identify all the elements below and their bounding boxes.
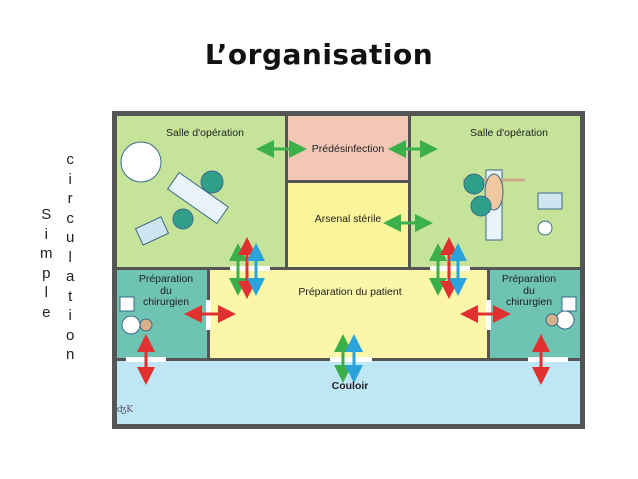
staff-icon [463,173,485,195]
vertical-word-circulation: c i r c u l a t i o n [66,150,74,365]
sink-icon [555,310,575,330]
label-line: chirurgien [505,296,553,308]
monitor-icon [537,192,563,210]
sink-icon [119,296,135,312]
sink-right [545,296,577,330]
author-mark: ʤK [117,405,133,415]
person-icon [139,318,153,332]
label-salle-operation-left: Salle d'opération [166,127,244,139]
sink-left [119,296,153,335]
room-preparation-patient [210,270,487,358]
staff-icon [172,208,194,230]
label-arsenal-sterile: Arsenal stérile [314,213,382,225]
stool-icon [537,220,553,236]
cart-icon [134,216,170,246]
letter: u [66,229,75,246]
letter: i [68,307,72,324]
page-title: L’organisation [204,38,434,71]
letter: p [42,264,51,282]
letter: e [42,303,51,321]
label-preparation-patient: Préparation du patient [298,286,402,298]
equipment-left [120,141,230,246]
label-line: Préparation [501,273,557,285]
label-salle-operation-right: Salle d'opération [470,127,548,139]
letter: c [66,209,74,227]
flow-arrows [137,140,550,385]
label-line: du [523,284,535,297]
room-couloir [117,361,580,424]
letter: m [40,245,53,262]
letter: o [66,326,75,344]
room-arsenal-sterile [288,183,408,267]
label-line: chirurgien [142,296,190,308]
letter: l [68,248,72,266]
person-icon [545,313,559,327]
letter: n [66,346,75,363]
letter: r [67,190,73,207]
letter: a [66,268,75,285]
label-line: Préparation [138,273,194,285]
sink-icon [561,296,577,312]
letter: i [44,225,48,243]
letter: c [66,151,74,168]
vertical-word-simple: S i m p l e [40,205,53,322]
letter: l [44,284,48,301]
letter: i [68,170,72,188]
label-couloir: Couloir [331,380,369,392]
staff-icon [200,170,224,194]
label-predesinfection: Prédésinfection [311,143,385,155]
label-line: du [160,284,172,297]
light-icon [120,141,162,183]
letter: t [68,287,73,305]
letter: S [41,206,52,223]
equipment-right [463,169,563,241]
staff-icon [470,195,492,217]
label-preparation-chirurgien-left: Préparation du chirurgien [128,273,204,309]
sink-icon [121,315,141,335]
label-preparation-chirurgien-right: Préparation du chirurgien [491,273,567,309]
